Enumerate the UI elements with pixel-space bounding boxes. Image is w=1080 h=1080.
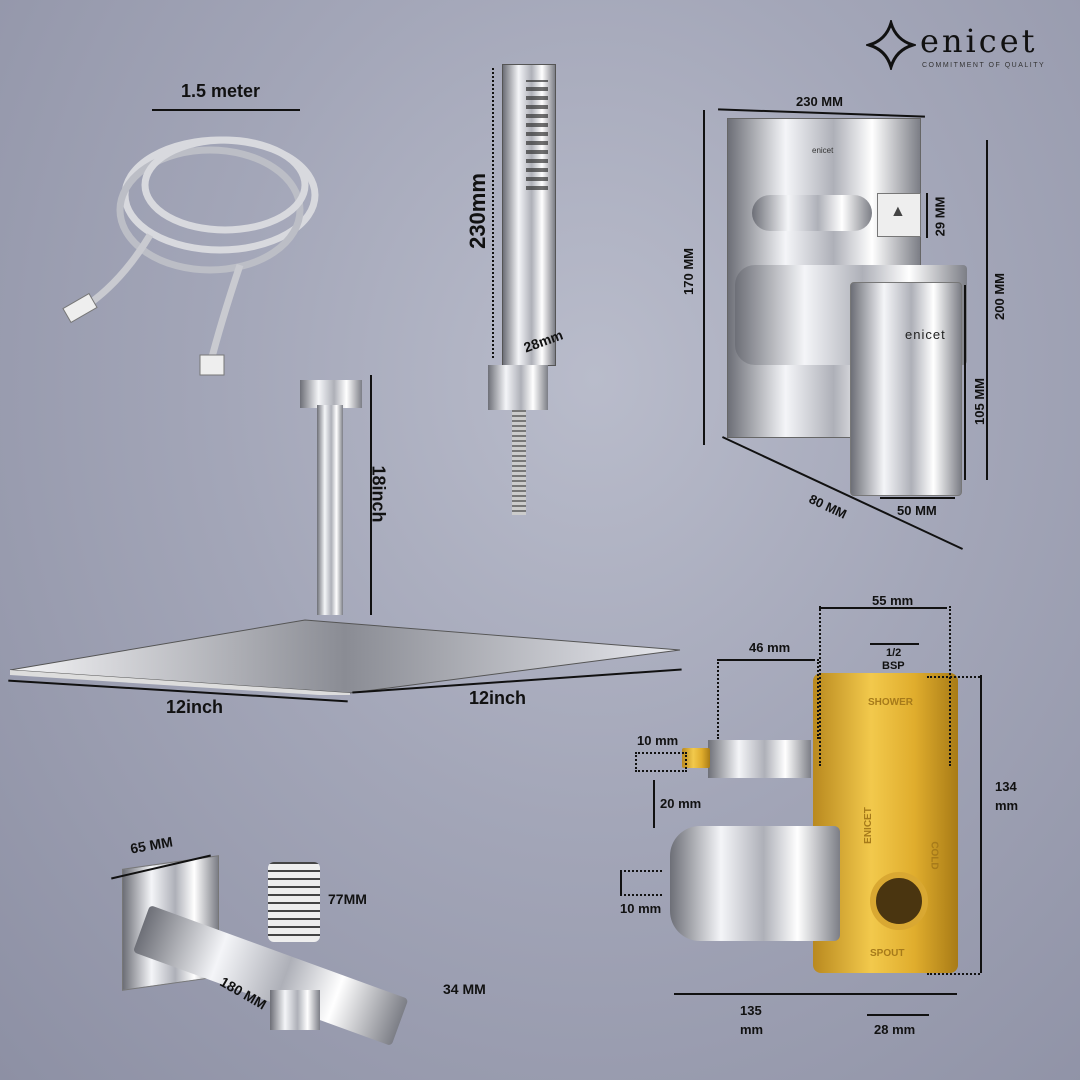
- valve-width-dots: [819, 606, 951, 766]
- valve-height-label-1: 134: [995, 779, 1017, 794]
- valve-length-line: [674, 993, 957, 995]
- spout-height-label: 34 MM: [443, 981, 486, 997]
- valve-thread-label-1: 1/2: [886, 647, 902, 659]
- diverter-width-label: 230 MM: [796, 94, 843, 109]
- diverter-total-height-label: 200 MM: [991, 273, 1007, 320]
- shower-arm-flange: [300, 380, 362, 408]
- valve-stamp-spout: SPOUT: [870, 948, 905, 959]
- diverter-knob-line: [926, 193, 928, 238]
- brand-tagline: COMMITMENT OF QUALITY: [922, 62, 1046, 69]
- diamond-logo-icon: [866, 20, 916, 70]
- diverter-handle-height-label: 105 MM: [971, 378, 987, 425]
- valve-spindle-tip: [682, 748, 710, 768]
- diverter-brand-handle: enicet: [905, 327, 946, 342]
- shower-arm-label: 18inch: [368, 465, 389, 523]
- hand-shower-hose: [512, 410, 526, 515]
- hand-shower-height-line: [492, 68, 494, 358]
- valve-length-label-1: 135: [740, 1003, 762, 1018]
- valve-cartridge-dia-dots: [620, 870, 662, 896]
- diverter-plate-height-line: [703, 110, 705, 445]
- diverter-knob-label: 29 MM: [932, 196, 948, 237]
- valve-outlet-label: 28 mm: [874, 1022, 916, 1037]
- valve-outlet-line: [867, 1014, 929, 1016]
- valve-stamp-shower: SHOWER: [868, 697, 913, 708]
- valve-height-dots: [927, 676, 980, 975]
- valve-spindle-dia-label: 10 mm: [637, 733, 679, 748]
- valve-spindle-image: [708, 740, 811, 778]
- diverter-knob-image: [752, 195, 872, 231]
- valve-width-line: [819, 607, 947, 609]
- diverter-total-height-line: [986, 140, 988, 480]
- hand-shower-nozzles: [526, 80, 548, 190]
- diverter-button: [877, 193, 921, 237]
- brand-name: enicet: [920, 22, 1038, 60]
- valve-cartridge-image: [670, 826, 840, 941]
- diverter-handle-height-line: [964, 285, 966, 480]
- valve-gap-label: 20 mm: [660, 796, 702, 811]
- valve-stamp-enicet: ENICET: [862, 807, 874, 844]
- valve-spindle-dia-dots: [635, 752, 687, 772]
- shower-holder-image: [488, 365, 548, 410]
- valve-cartridge-dia-label: 10 mm: [620, 901, 662, 916]
- up-arrow-icon: ▲: [890, 203, 906, 220]
- valve-spindle-line: [717, 659, 815, 661]
- valve-thread-label-2: BSP: [882, 660, 905, 672]
- diverter-handle-width-line: [880, 497, 955, 499]
- diverter-width-line: [718, 108, 925, 118]
- hand-shower-height-label: 230mm: [464, 173, 490, 249]
- diverter-lever-image: [850, 282, 962, 496]
- hose-length-label: 1.5 meter: [181, 81, 261, 101]
- spout-knob-label: 77MM: [328, 891, 367, 907]
- valve-gap-line: [653, 780, 655, 828]
- shower-width-label: 12inch: [166, 697, 224, 717]
- valve-outlet-hole: [870, 872, 928, 930]
- valve-height-label-2: mm: [995, 798, 1019, 813]
- shower-arm-line: [370, 375, 372, 615]
- valve-thread-line: [870, 643, 919, 645]
- valve-cartridge-dia-line: [620, 870, 622, 894]
- diverter-handle-width-label: 50 MM: [897, 503, 937, 518]
- spout-knob-image: [268, 862, 320, 942]
- diverter-brand-small: enicet: [812, 146, 834, 155]
- diverter-plate-height-label: 170 MM: [680, 248, 696, 295]
- valve-height-line: [980, 675, 982, 973]
- diverter-depth-label: 80 MM: [806, 491, 850, 522]
- shower-arm-image: [317, 405, 343, 615]
- hose-image: [62, 136, 319, 376]
- shower-depth-label: 12inch: [469, 688, 527, 708]
- valve-spindle-label: 46 mm: [749, 640, 791, 655]
- brand-logo: enicet COMMITMENT OF QUALITY: [866, 20, 1066, 72]
- spout-flange-label: 65 MM: [128, 833, 174, 857]
- valve-length-label-2: mm: [740, 1022, 764, 1037]
- valve-spindle-dots: [717, 659, 819, 739]
- spout-outlet-image: [270, 990, 320, 1030]
- valve-width-label: 55 mm: [872, 593, 914, 608]
- hose-length-line: [152, 109, 300, 111]
- shower-head-image: [9, 619, 681, 695]
